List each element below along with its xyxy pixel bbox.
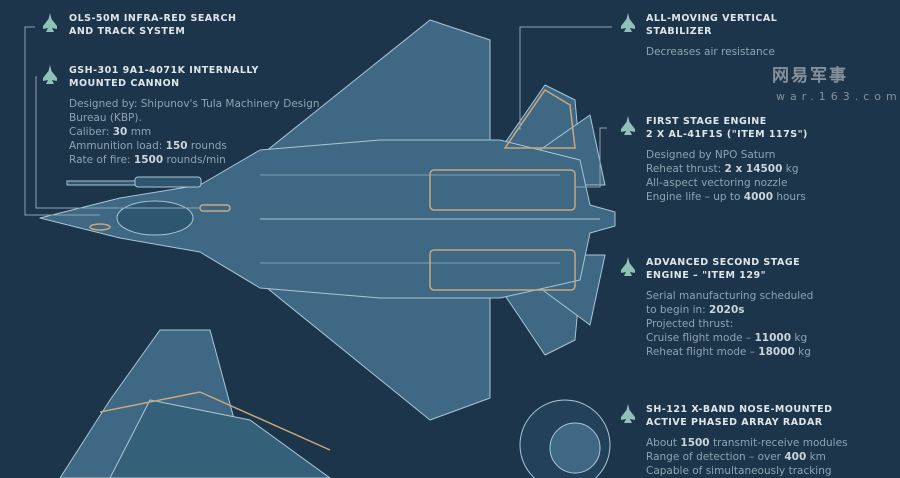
callout-title: OLS-50M INFRA-RED SEARCH AND TRACK SYSTEM bbox=[69, 12, 236, 38]
value-text: 400 bbox=[784, 451, 807, 463]
value-text: 2020s bbox=[709, 304, 745, 316]
text-line: Reheat flight mode – bbox=[646, 346, 759, 358]
jet-icon bbox=[620, 404, 636, 424]
text-line: Serial manufacturing scheduled bbox=[646, 290, 814, 302]
text-line: Cruise flight mode – bbox=[646, 332, 755, 344]
leader-lines bbox=[24, 26, 612, 216]
text-line: About 1500 transmit-receive modules Rang… bbox=[646, 436, 848, 478]
text-line: GSH-301 9A1-4071K INTERNALLY MOUNTED CANN… bbox=[69, 64, 320, 90]
text-line: transmit-receive modules bbox=[709, 437, 848, 449]
value-text: 150 bbox=[165, 140, 188, 152]
text-line: Reheat thrust: 2 x 14500 kg bbox=[646, 162, 808, 176]
text-line: Designed by: Shipunov's Tula Machinery D… bbox=[69, 98, 320, 110]
text-line: Rate of fire: 1500 rounds/min bbox=[69, 153, 320, 167]
text-line: FIRST STAGE ENGINE bbox=[646, 116, 767, 127]
text-line: mm bbox=[127, 126, 152, 138]
cannon-illustration bbox=[66, 176, 202, 188]
stabilizer-outline bbox=[503, 88, 576, 149]
text-line: ADVANCED SECOND STAGE ENGINE – "ITEM 129" bbox=[646, 256, 813, 282]
text-line: ALL-MOVING VERTICAL STABILIZER bbox=[646, 12, 777, 38]
text-line: Engine life – up to 4000 hours bbox=[646, 190, 808, 204]
value-text: 4000 bbox=[743, 191, 774, 203]
text-line: rounds/min bbox=[163, 154, 226, 166]
text-line: Rate of fire: bbox=[69, 154, 134, 166]
text-line: Capable of simultaneously tracking bbox=[646, 465, 832, 477]
text-line: Designed by: Shipunov's Tula Machinery D… bbox=[69, 97, 320, 111]
text-line: 2 X AL-41F1S ("ITEM 117S") bbox=[646, 129, 808, 140]
callout-cannon: GSH-301 9A1-4071K INTERNALLY MOUNTED CANN… bbox=[69, 64, 320, 167]
jet-icon bbox=[620, 116, 636, 136]
text-line: to begin in: 2020s bbox=[646, 303, 813, 317]
text-line: Designed by NPO Saturn bbox=[646, 149, 776, 161]
text-line: Serial manufacturing scheduled to begin … bbox=[646, 289, 813, 359]
callout-irst: OLS-50M INFRA-RED SEARCH AND TRACK SYSTEM bbox=[69, 12, 236, 38]
text-line: STABILIZER bbox=[646, 26, 712, 37]
irst-outline bbox=[89, 223, 111, 231]
engine-outline-bottom bbox=[429, 249, 576, 291]
text-line: ALL-MOVING VERTICAL bbox=[646, 13, 778, 24]
text-line: OLS-50M INFRA-RED SEARCH bbox=[69, 13, 237, 24]
text-line: to begin in: bbox=[646, 304, 710, 316]
value-text: 18000 bbox=[758, 346, 795, 358]
text-line: SH-121 X-BAND NOSE-MOUNTED ACTIVE PHASED … bbox=[646, 403, 848, 429]
text-line: Range of detection – over 400 km bbox=[646, 450, 848, 464]
text-line: Ammunition load: 150 rounds bbox=[69, 139, 320, 153]
callout-radar: SH-121 X-BAND NOSE-MOUNTED ACTIVE PHASED … bbox=[646, 403, 848, 478]
text-line: kg bbox=[794, 346, 811, 358]
text-line: ENGINE – "ITEM 129" bbox=[646, 270, 767, 281]
text-line: kg bbox=[791, 332, 808, 344]
watermark-url: war.163.com bbox=[776, 90, 900, 103]
text-line: Decreases air resistance bbox=[646, 45, 777, 59]
text-line: ACTIVE PHASED ARRAY RADAR bbox=[646, 417, 823, 428]
text-line: About 1500 transmit-receive modules bbox=[646, 436, 848, 450]
text-line: Caliber: bbox=[69, 126, 113, 138]
text-line: AND TRACK SYSTEM bbox=[69, 26, 186, 37]
text-line: Range of detection – over bbox=[646, 451, 785, 463]
text-line: Projected thrust: bbox=[646, 318, 734, 330]
side-view-aircraft bbox=[59, 329, 331, 478]
text-line: Reheat flight mode – 18000 kg bbox=[646, 345, 813, 359]
text-line: hours bbox=[773, 191, 806, 203]
text-line: Decreases air resistance bbox=[646, 46, 775, 58]
callout-first-engine: FIRST STAGE ENGINE 2 X AL-41F1S ("ITEM 11… bbox=[646, 115, 808, 204]
canopy bbox=[116, 200, 194, 236]
jet-icon bbox=[620, 13, 636, 33]
text-line: kg bbox=[782, 163, 799, 175]
text-line: About bbox=[646, 437, 681, 449]
text-line: Bureau (KBP). bbox=[69, 111, 320, 125]
engine-outline-top bbox=[429, 169, 576, 211]
callout-stabilizer: ALL-MOVING VERTICAL STABILIZER Decreases … bbox=[646, 12, 777, 59]
jet-icon bbox=[42, 13, 58, 33]
watermark: 网易军事 bbox=[772, 66, 848, 86]
jet-icon bbox=[42, 65, 58, 85]
value-text: 1500 bbox=[133, 154, 164, 166]
text-line: Engine life – up to bbox=[646, 191, 744, 203]
text-line: rounds bbox=[187, 140, 227, 152]
text-line: km bbox=[806, 451, 826, 463]
value-text: 2 x 14500 bbox=[724, 163, 783, 175]
value-text: 11000 bbox=[754, 332, 792, 344]
text-line: Bureau (KBP). bbox=[69, 112, 142, 124]
text-line: GSH-301 9A1-4071K INTERNALLY bbox=[69, 65, 259, 76]
text-line: Designed by: Shipunov's Tula Machinery D… bbox=[69, 97, 320, 167]
text-line: Caliber: 30 mm bbox=[69, 125, 320, 139]
value-text: 30 bbox=[112, 126, 128, 138]
text-line: FIRST STAGE ENGINE 2 X AL-41F1S ("ITEM 11… bbox=[646, 115, 808, 141]
text-line: SH-121 X-BAND NOSE-MOUNTED bbox=[646, 404, 833, 415]
value-text: 1500 bbox=[680, 437, 710, 449]
text-line: MOUNTED CANNON bbox=[69, 78, 180, 89]
text-line: ADVANCED SECOND STAGE bbox=[646, 257, 801, 268]
text-line: Designed by NPO Saturn Reheat thrust: 2 … bbox=[646, 148, 808, 204]
text-line: Ammunition load: bbox=[69, 140, 166, 152]
callout-second-engine: ADVANCED SECOND STAGE ENGINE – "ITEM 129"… bbox=[646, 256, 813, 359]
text-line: Reheat thrust: bbox=[646, 163, 725, 175]
jet-icon bbox=[620, 257, 636, 277]
radar-illustration bbox=[519, 399, 611, 478]
text-line: All-aspect vectoring nozzle bbox=[646, 177, 788, 189]
text-line: Cruise flight mode – 11000 kg bbox=[646, 331, 813, 345]
